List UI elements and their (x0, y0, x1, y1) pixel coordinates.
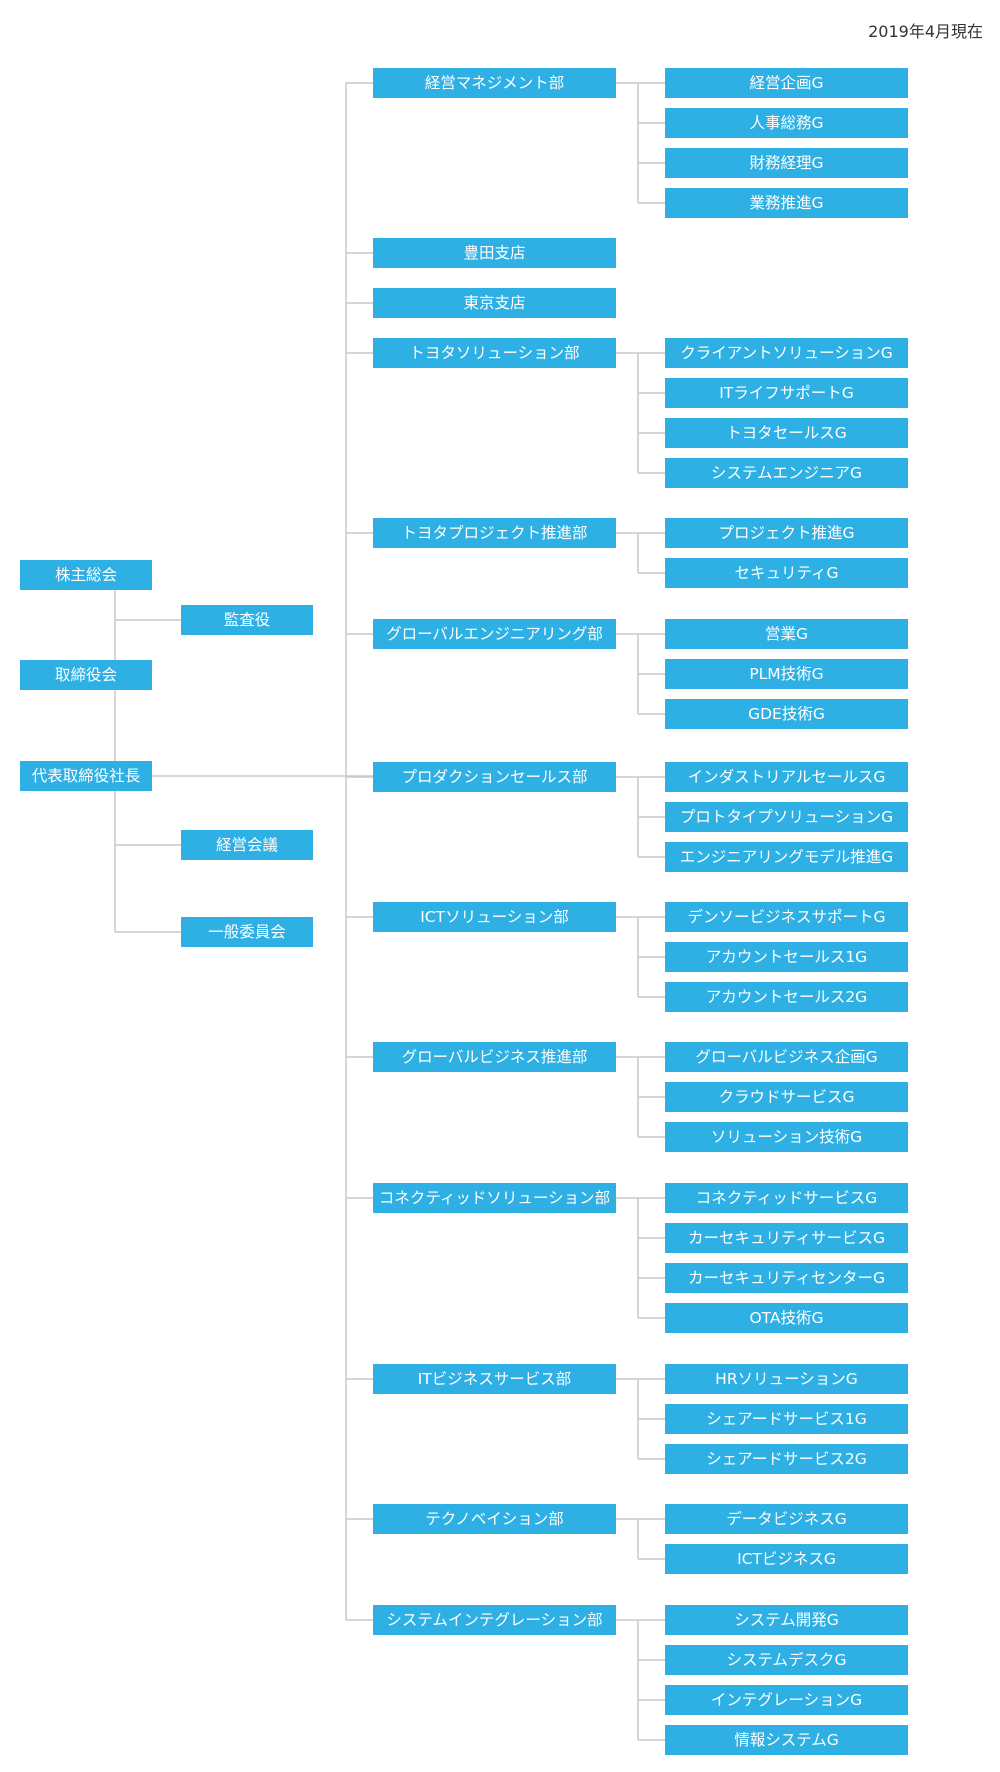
management-meeting-box: 経営会議 (181, 830, 313, 860)
group-box: 人事総務G (665, 108, 908, 138)
group-box: HRソリューションG (665, 1364, 908, 1394)
group-box: インテグレーションG (665, 1685, 908, 1715)
group-box: ITライフサポートG (665, 378, 908, 408)
department-box: テクノベイション部 (373, 1504, 616, 1534)
group-box: 情報システムG (665, 1725, 908, 1755)
group-box: GDE技術G (665, 699, 908, 729)
group-box: データビジネスG (665, 1504, 908, 1534)
group-box: ソリューション技術G (665, 1122, 908, 1152)
group-box: 経営企画G (665, 68, 908, 98)
president-box: 代表取締役社長 (20, 761, 152, 791)
department-box: グローバルビジネス推進部 (373, 1042, 616, 1072)
group-box: プロジェクト推進G (665, 518, 908, 548)
group-box: セキュリティG (665, 558, 908, 588)
department-box: 豊田支店 (373, 238, 616, 268)
department-box: 経営マネジメント部 (373, 68, 616, 98)
group-box: エンジニアリングモデル推進G (665, 842, 908, 872)
department-box: グローバルエンジニアリング部 (373, 619, 616, 649)
group-box: デンソービジネスサポートG (665, 902, 908, 932)
board-of-directors-box: 取締役会 (20, 660, 152, 690)
group-box: クライアントソリューションG (665, 338, 908, 368)
group-box: ICTビジネスG (665, 1544, 908, 1574)
group-box: OTA技術G (665, 1303, 908, 1333)
department-box: 東京支店 (373, 288, 616, 318)
group-box: シェアードサービス2G (665, 1444, 908, 1474)
department-box: システムインテグレーション部 (373, 1605, 616, 1635)
department-box: コネクティッドソリューション部 (373, 1183, 616, 1213)
auditor-box: 監査役 (181, 605, 313, 635)
as-of-date: 2019年4月現在 (868, 22, 983, 41)
group-box: グローバルビジネス企画G (665, 1042, 908, 1072)
department-box: トヨタソリューション部 (373, 338, 616, 368)
group-box: プロトタイプソリューションG (665, 802, 908, 832)
group-box: 財務経理G (665, 148, 908, 178)
group-box: クラウドサービスG (665, 1082, 908, 1112)
group-box: トヨタセールスG (665, 418, 908, 448)
group-box: コネクティッドサービスG (665, 1183, 908, 1213)
group-box: PLM技術G (665, 659, 908, 689)
group-box: 業務推進G (665, 188, 908, 218)
department-box: ITビジネスサービス部 (373, 1364, 616, 1394)
general-committee-box: 一般委員会 (181, 917, 313, 947)
department-box: ICTソリューション部 (373, 902, 616, 932)
department-box: トヨタプロジェクト推進部 (373, 518, 616, 548)
group-box: カーセキュリティサービスG (665, 1223, 908, 1253)
group-box: システムエンジニアG (665, 458, 908, 488)
department-box: プロダクションセールス部 (373, 762, 616, 792)
group-box: システムデスクG (665, 1645, 908, 1675)
group-box: システム開発G (665, 1605, 908, 1635)
group-box: 営業G (665, 619, 908, 649)
shareholders-meeting-box: 株主総会 (20, 560, 152, 590)
group-box: インダストリアルセールスG (665, 762, 908, 792)
group-box: アカウントセールス2G (665, 982, 908, 1012)
group-box: シェアードサービス1G (665, 1404, 908, 1434)
group-box: アカウントセールス1G (665, 942, 908, 972)
group-box: カーセキュリティセンターG (665, 1263, 908, 1293)
